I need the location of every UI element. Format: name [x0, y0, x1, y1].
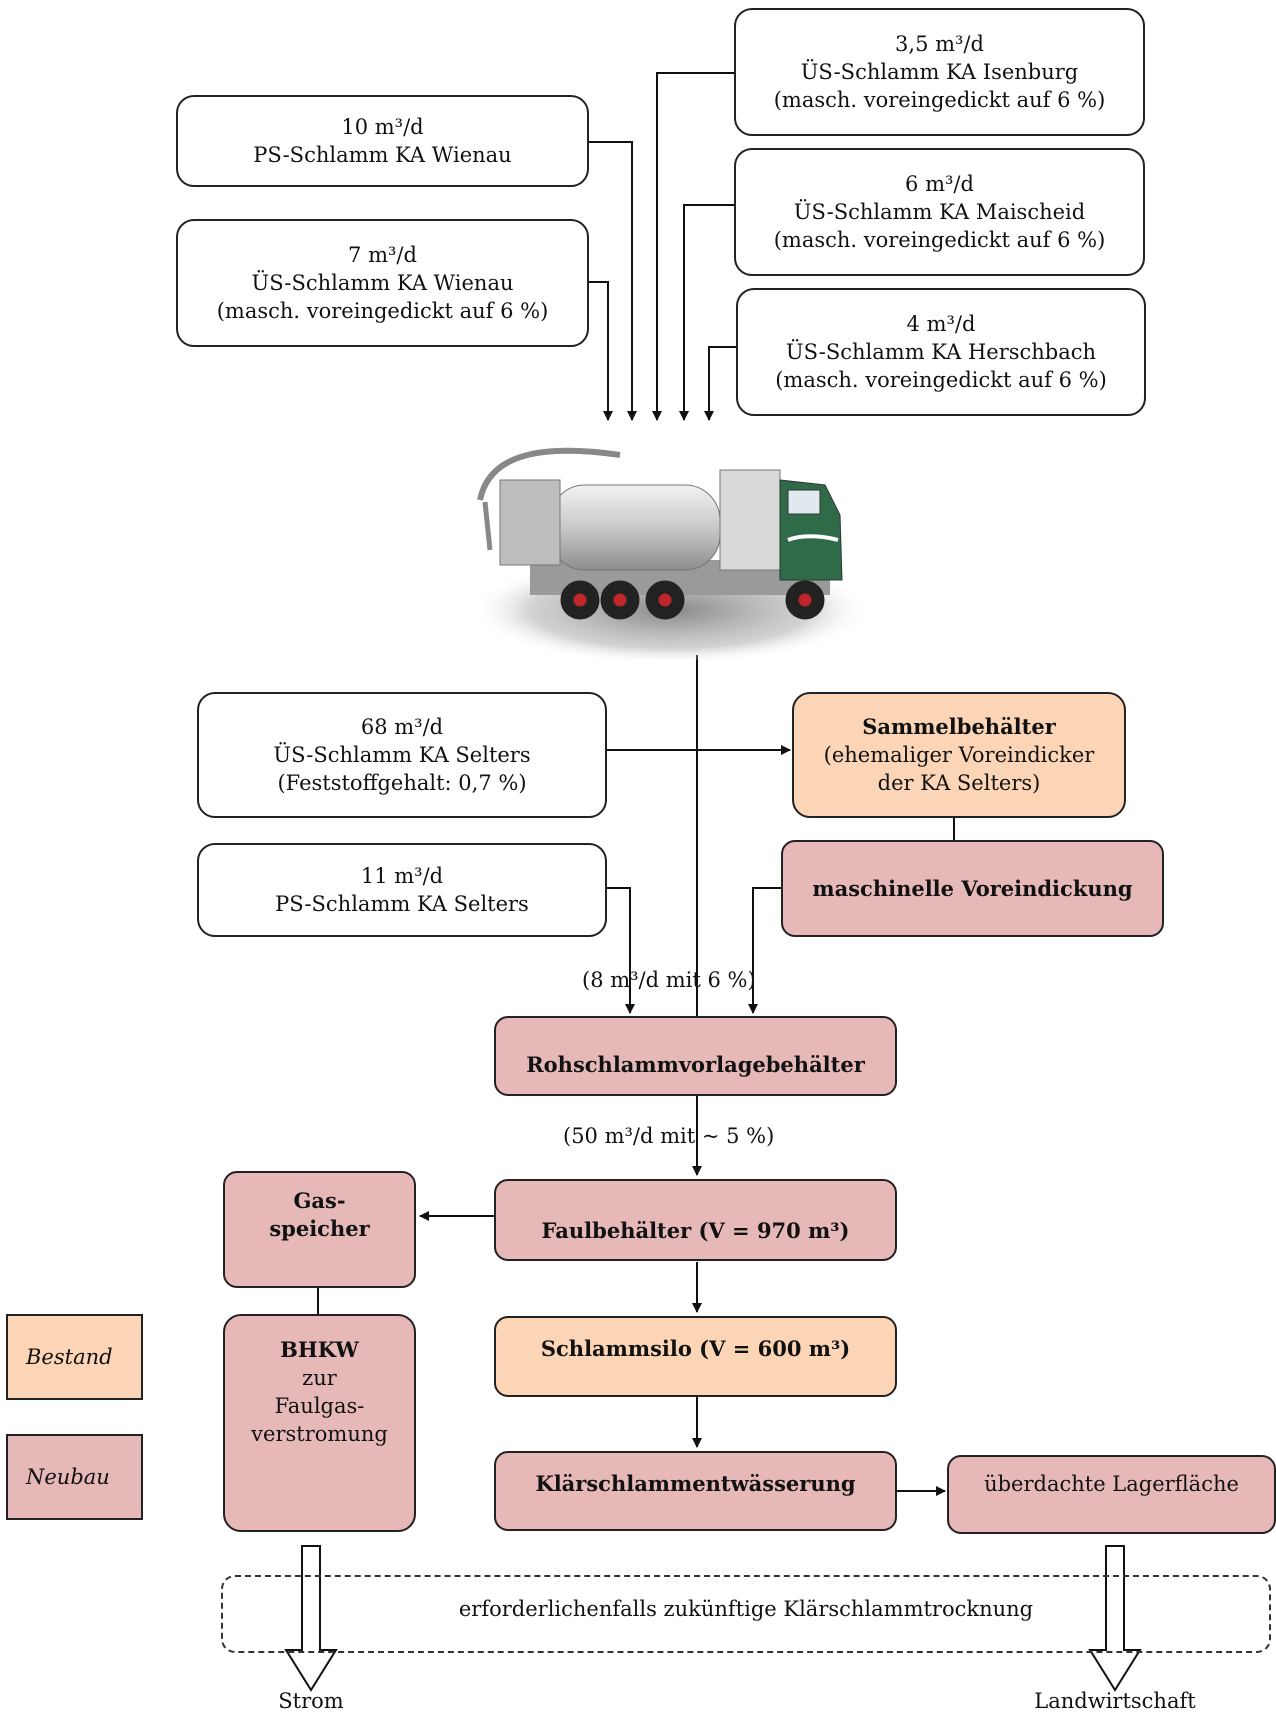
entwaesserung-label: Klärschlammentwässerung	[535, 1471, 856, 1496]
source-label: ÜS-Schlamm KA Isenburg	[800, 60, 1079, 84]
sammelbehaelter-line2: der KA Selters)	[877, 771, 1041, 795]
arrow-voreindickung	[748, 887, 781, 1014]
source-label: ÜS-Schlamm KA Herschbach	[785, 340, 1097, 364]
source-amount: 10 m³/d	[341, 115, 424, 139]
voreindickung-label: maschinelle Voreindickung	[812, 875, 1133, 901]
lagerflaeche-label: überdachte Lagerfläche	[984, 1471, 1239, 1496]
flow-note-voreindickung: (8 m³/d mit 6 %)	[582, 968, 756, 992]
rohschlamm-box: Rohschlammvorlagebehälter	[494, 1016, 897, 1096]
bhkw-line1: zur	[302, 1366, 337, 1390]
source-wienau-us: 7 m³/d ÜS-Schlamm KA Wienau (masch. vore…	[176, 219, 589, 347]
arrow-wienau-us	[589, 281, 613, 421]
sammelbehaelter-box: Sammelbehälter (ehemaliger Voreindicker …	[792, 692, 1126, 818]
sammelbehaelter-title: Sammelbehälter	[862, 714, 1056, 739]
source-note: (Feststoffgehalt: 0,7 %)	[277, 771, 527, 795]
gasspeicher-line1: Gas-	[293, 1188, 346, 1213]
legend-bestand: Bestand	[6, 1314, 143, 1400]
source-amount: 3,5 m³/d	[895, 32, 984, 56]
legend-bestand-label: Bestand	[26, 1345, 113, 1369]
gasspeicher-line2: speicher	[269, 1216, 370, 1241]
schlammsilo-box: Schlammsilo (V = 600 m³)	[494, 1316, 897, 1397]
gasspeicher-box: Gas- speicher	[223, 1171, 416, 1288]
source-selters-ps: 11 m³/d PS-Schlamm KA Selters	[197, 843, 607, 937]
source-label: ÜS-Schlamm KA Selters	[273, 743, 531, 767]
voreindickung-box: maschinelle Voreindickung	[781, 840, 1164, 937]
arrow-maischeid	[679, 204, 734, 421]
output-landwirtschaft-label: Landwirtschaft	[1034, 1689, 1196, 1713]
source-amount: 4 m³/d	[906, 312, 976, 336]
source-label: ÜS-Schlamm KA Maischeid	[793, 200, 1086, 224]
output-strom-label: Strom	[278, 1689, 344, 1713]
bhkw-line3: verstromung	[251, 1422, 388, 1446]
source-wienau-ps: 10 m³/d PS-Schlamm KA Wienau	[176, 95, 589, 187]
source-note: (masch. voreingedickt auf 6 %)	[775, 368, 1107, 392]
arrow-wienau-ps	[589, 141, 637, 421]
source-amount: 6 m³/d	[905, 172, 974, 196]
source-label: ÜS-Schlamm KA Wienau	[251, 271, 514, 295]
source-herschbach: 4 m³/d ÜS-Schlamm KA Herschbach (masch. …	[736, 288, 1146, 416]
legend-neubau-label: Neubau	[26, 1465, 110, 1489]
output-arrow-land	[1088, 1545, 1142, 1692]
arrow-selters-ps	[607, 887, 635, 1014]
bhkw-box: BHKW zur Faulgas- verstromung	[223, 1314, 416, 1532]
trocknung-box: erforderlichenfalls zukünftige Klärschla…	[221, 1575, 1271, 1653]
source-selters-us: 68 m³/d ÜS-Schlamm KA Selters (Feststoff…	[197, 692, 607, 818]
output-arrow-strom	[284, 1545, 338, 1692]
source-label: PS-Schlamm KA Selters	[275, 892, 529, 916]
source-note: (masch. voreingedickt auf 6 %)	[773, 228, 1106, 252]
source-maischeid: 6 m³/d ÜS-Schlamm KA Maischeid (masch. v…	[734, 148, 1145, 276]
vacuum-truck-image	[470, 447, 870, 660]
schlammsilo-label: Schlammsilo (V = 600 m³)	[540, 1335, 851, 1361]
faulbehaelter-label: Faulbehälter (V = 970 m³)	[541, 1218, 850, 1243]
source-label: PS-Schlamm KA Wienau	[253, 143, 512, 167]
sammelbehaelter-line1: (ehemaliger Voreindicker	[823, 743, 1095, 767]
source-note: (masch. voreingedickt auf 6 %)	[216, 299, 549, 323]
flow-note-faul: (50 m³/d mit ~ 5 %)	[563, 1124, 775, 1148]
source-amount: 7 m³/d	[348, 243, 417, 267]
source-amount: 11 m³/d	[360, 864, 444, 888]
lagerflaeche-box: überdachte Lagerfläche	[947, 1455, 1276, 1534]
legend-neubau: Neubau	[6, 1434, 143, 1520]
trocknung-label: erforderlichenfalls zukünftige Klärschla…	[458, 1597, 1034, 1621]
entwaesserung-box: Klärschlammentwässerung	[494, 1451, 897, 1531]
source-isenburg: 3,5 m³/d ÜS-Schlamm KA Isenburg (masch. …	[734, 8, 1145, 136]
arrow-isenburg	[652, 72, 734, 421]
bhkw-title: BHKW	[280, 1337, 359, 1362]
rohschlamm-label: Rohschlammvorlagebehälter	[526, 1052, 865, 1077]
faulbehaelter-box: Faulbehälter (V = 970 m³)	[494, 1179, 897, 1261]
source-amount: 68 m³/d	[360, 715, 444, 739]
source-note: (masch. voreingedickt auf 6 %)	[773, 88, 1106, 112]
arrow-herschbach	[704, 346, 736, 421]
bhkw-line2: Faulgas-	[274, 1394, 365, 1418]
